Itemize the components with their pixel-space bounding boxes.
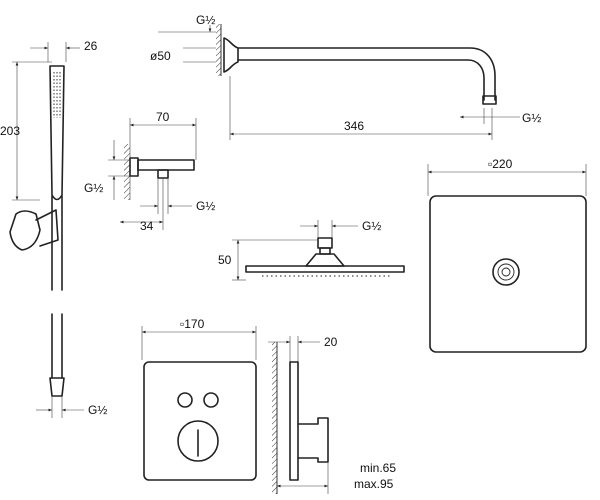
hand-holder <box>9 210 41 251</box>
valve-knob <box>177 420 219 462</box>
valve-depth-label: 20 <box>324 335 338 349</box>
head-center-inner <box>501 267 511 277</box>
head-center-outer <box>492 258 520 286</box>
hand-bottom-thread-label: G½ <box>88 403 107 417</box>
hand-shower: 26 203 G½ <box>0 39 107 418</box>
mixer-valve-side: 20 min.65 max.95 <box>268 335 396 494</box>
elbow-width-label: 70 <box>156 110 170 124</box>
wall-elbow: 70 G½ 34 G½ <box>84 110 215 233</box>
hose-end-nut <box>49 377 65 397</box>
shower-arm: G½ ø50 346 G½ <box>150 13 541 140</box>
valve-knob-side <box>297 417 329 463</box>
shower-head-side: 50 G½ <box>218 219 405 281</box>
valve-size-label: ▫170 <box>180 317 205 331</box>
arm-pipe-top <box>237 47 496 101</box>
arm-pipe-bottom <box>237 59 485 101</box>
elbow-wall-hatch <box>124 144 130 200</box>
head-center-mid <box>497 263 515 281</box>
elbow-offset-label: 34 <box>140 219 154 233</box>
head-cone <box>305 253 345 267</box>
arm-wall-hatch <box>216 24 221 76</box>
head-thread-label: G½ <box>362 219 381 233</box>
hand-height-label: 203 <box>0 124 20 138</box>
valve-button-right <box>203 392 219 408</box>
hose-bottom <box>51 313 63 379</box>
arm-length-label: 346 <box>344 119 364 133</box>
elbow-flange <box>129 157 139 177</box>
valve-plate <box>143 361 257 481</box>
plate-size-label: ▫220 <box>488 157 513 171</box>
arm-thread-label: G½ <box>196 13 215 27</box>
head-connector-neck <box>319 247 331 255</box>
elbow-outlet <box>157 169 169 179</box>
arm-end-thread-label: G½ <box>522 111 541 125</box>
elbow-body <box>137 159 195 171</box>
valve-min-label: min.65 <box>360 461 396 475</box>
elbow-left-thread-label: G½ <box>84 181 103 195</box>
shower-head-plate <box>429 195 587 353</box>
head-plate <box>245 265 405 273</box>
arm-nut <box>482 95 497 105</box>
hand-width-label: 26 <box>84 39 98 53</box>
mixer-valve-front: ▫170 <box>141 317 257 481</box>
head-connector-nut <box>317 237 333 249</box>
elbow-right-thread-label: G½ <box>196 199 215 213</box>
head-height-label: 50 <box>218 253 232 267</box>
hand-holder-clip <box>35 209 59 247</box>
valve-max-label: max.95 <box>354 477 394 491</box>
valve-button-left <box>177 392 193 408</box>
valve-plate-side <box>289 361 299 481</box>
valve-wall-hatch <box>272 342 277 494</box>
arm-flange <box>223 37 239 73</box>
shower-head-front: ▫220 <box>427 157 587 353</box>
arm-diameter-label: ø50 <box>150 49 171 63</box>
